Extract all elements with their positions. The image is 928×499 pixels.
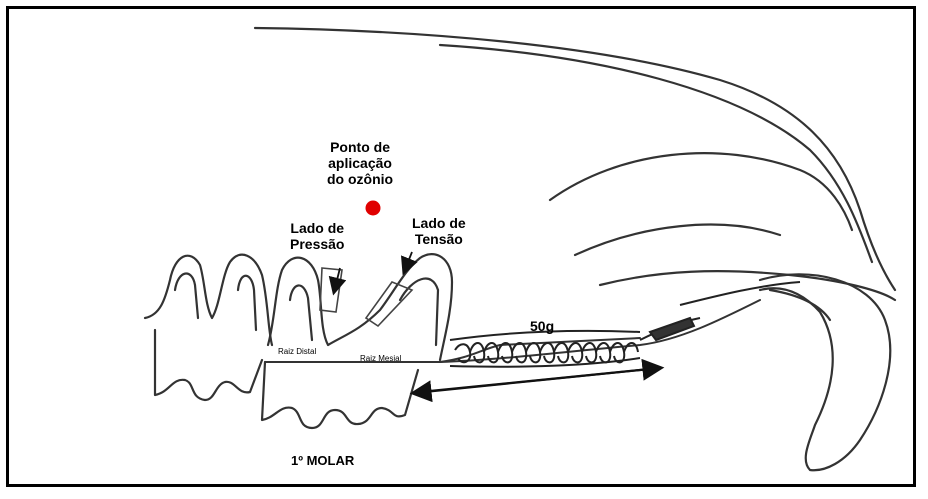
first-molar-label: 1º MOLAR [291, 454, 354, 469]
incisor [760, 274, 890, 470]
first-molar [262, 254, 452, 428]
ozone-point-label-line-2: aplicação [327, 155, 393, 171]
ozone-point-marker [366, 201, 381, 216]
tension-side-label-line-1: Lado de [412, 215, 466, 231]
ozone-point-label: Ponto de aplicação do ozônio [327, 139, 393, 187]
tension-side-label-line-2: Tensão [412, 231, 466, 247]
pdl-markers [320, 268, 412, 326]
distal-root-label: Raiz Distal [278, 347, 316, 356]
pressure-side-label: Lado de Pressão [290, 220, 344, 252]
coil-spring [450, 331, 640, 367]
movement-arrow [414, 368, 660, 393]
pressure-side-label-line-2: Pressão [290, 236, 344, 252]
ozone-point-label-line-3: do ozônio [327, 171, 393, 187]
pressure-side-label-line-1: Lado de [290, 220, 344, 236]
force-label: 50g [530, 318, 554, 334]
ozone-point-label-line-1: Ponto de [327, 139, 393, 155]
molars-distal [145, 255, 272, 400]
mesial-root-label: Raiz Mesial [360, 354, 401, 363]
tension-side-label: Lado de Tensão [412, 215, 466, 247]
